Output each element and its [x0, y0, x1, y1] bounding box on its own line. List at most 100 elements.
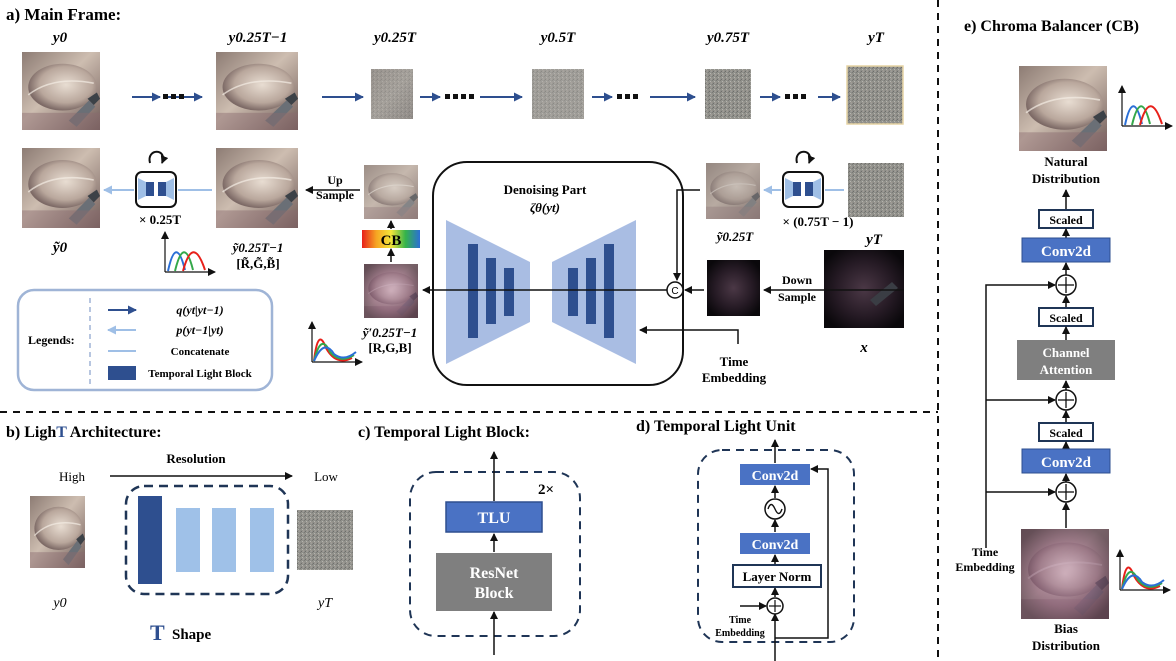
- legend-q: q(yt|yt−1): [176, 303, 223, 317]
- enc-block-2: [486, 258, 496, 324]
- resnet-block: [436, 553, 552, 611]
- cb-bias-2: Distribution: [1032, 638, 1101, 653]
- cb-conv-low: [1021, 448, 1111, 474]
- label-shape: Shape: [172, 627, 212, 643]
- label-high: High: [59, 469, 86, 484]
- legend-concat: Concatenate: [171, 346, 230, 358]
- label-low: Low: [314, 469, 338, 484]
- cb-label: CB: [381, 233, 402, 249]
- image-cb-output: [363, 164, 419, 220]
- legend-box: [16, 288, 274, 392]
- arch-block-light-3: [250, 508, 274, 572]
- dec-block-3: [604, 244, 614, 338]
- cb-scaled-low-label: Scaled: [1049, 426, 1083, 440]
- dec-block-2: [586, 258, 596, 324]
- denoising-title: Denoising Part: [504, 182, 587, 197]
- arch-block-light-2: [212, 508, 236, 572]
- cb-natural-1: Natural: [1044, 154, 1088, 169]
- label-yT-right: yT: [864, 232, 883, 248]
- resnet-label-2: Block: [474, 585, 513, 602]
- arch-image-yT: [297, 510, 353, 570]
- image-cb-input: [363, 263, 419, 319]
- arrow-concat-in: [673, 189, 700, 281]
- cb-conv-top: [1021, 237, 1111, 263]
- label-loop-left: × 0.25T: [139, 212, 181, 227]
- label-down: Down: [782, 273, 812, 287]
- label-y025T-minus-1: y0.25T−1: [227, 30, 288, 46]
- tlb-dashed-box: [409, 471, 581, 637]
- hist-rgb-prime: [312, 322, 362, 362]
- label-x: x: [859, 340, 868, 356]
- image-y025T-minus-1-tilde: [215, 147, 299, 229]
- section-a-title: a) Main Frame:: [6, 5, 121, 24]
- section-d-title: d) Temporal Light Unit: [636, 418, 796, 435]
- tlu-conv-mid-label: Conv2d: [752, 538, 799, 553]
- label-embedding: Embedding: [702, 370, 767, 385]
- layer-norm-label: Layer Norm: [743, 569, 812, 584]
- image-x-dark: [824, 250, 904, 328]
- image-y025T-tilde-right: [705, 162, 761, 220]
- label-y0: y0: [51, 30, 68, 46]
- resnet-label-1: ResNet: [470, 565, 520, 582]
- arch-label-y0: y0: [51, 596, 66, 611]
- image-y0-tilde: [21, 147, 101, 229]
- tlu-conv-mid: [740, 533, 810, 554]
- image-y075T: [705, 69, 751, 119]
- tlu-conv-top: [740, 464, 810, 485]
- cb-bias-1: Bias: [1054, 621, 1078, 636]
- section-c-title: c) Temporal Light Block:: [358, 424, 530, 441]
- cb-attention: [1017, 340, 1115, 380]
- image-y0: [21, 51, 101, 131]
- dec-block-1: [568, 268, 578, 316]
- label-yprime-rgb: [R,G,B]: [368, 340, 411, 355]
- label-loop-right: × (0.75T − 1): [783, 214, 854, 229]
- tlu-time-2: Embedding: [715, 628, 764, 639]
- legend-p: p(yt−1|yt): [175, 323, 223, 337]
- cb-natural-2: Distribution: [1032, 171, 1101, 186]
- legend-block: Temporal Light Block: [148, 368, 252, 380]
- hist-rgb-tilde: [165, 232, 215, 272]
- cb-natural-image: [1018, 65, 1108, 152]
- image-dark-downsampled: [707, 260, 760, 316]
- cb-conv-low-label: Conv2d: [1041, 455, 1092, 471]
- legend-title: Legends:: [28, 333, 75, 347]
- image-yT-right: [848, 163, 904, 217]
- label-mid-tilde-rgb: [R̃,G̃,B̃]: [236, 256, 279, 271]
- label-y025T: y0.25T: [372, 30, 417, 46]
- tlu-label: TLU: [478, 510, 511, 527]
- label-y025T-tilde: ỹ0.25T: [715, 229, 755, 244]
- loop-block-right: [782, 150, 824, 208]
- image-y025T: [371, 69, 413, 119]
- label-y0-tilde: ỹ0: [51, 240, 68, 256]
- tlb-repeat: 2×: [538, 482, 554, 498]
- arch-dashed-box: [124, 484, 290, 596]
- image-y025T-minus-1: [215, 51, 299, 131]
- label-y05T: y0.5T: [539, 30, 576, 46]
- hist-natural: [1122, 86, 1172, 126]
- arch-block-light-1: [176, 508, 200, 572]
- tlu-dashed-box: [697, 449, 855, 643]
- cb-attention-2: Attention: [1040, 362, 1093, 377]
- image-yT-top: [846, 65, 904, 125]
- label-y075T: y0.75T: [705, 30, 750, 46]
- cb-attention-1: Channel: [1043, 345, 1090, 360]
- concat-node: [666, 281, 684, 299]
- concat-label: C: [671, 286, 678, 297]
- label-mid-tilde: ỹ0.25T−1: [231, 240, 284, 255]
- tlu-block: [445, 501, 543, 533]
- cb-bar: [362, 230, 420, 248]
- label-resolution: Resolution: [166, 451, 226, 466]
- section-b-title: b) LighT Architecture:: [6, 424, 162, 441]
- tlu-time-1: Time: [729, 615, 752, 626]
- arch-image-y0: [29, 495, 86, 569]
- label-sample-up: Sample: [316, 188, 355, 202]
- label-time: Time: [720, 354, 749, 369]
- cb-bias-image: [1020, 528, 1110, 620]
- hist-bias: [1120, 550, 1170, 590]
- label-yprime: ỹ′0.25T−1: [361, 325, 418, 340]
- layer-norm-box: [732, 564, 822, 588]
- label-shape-T: T: [150, 620, 165, 645]
- enc-block-3: [504, 268, 514, 316]
- cb-time-2: Embedding: [955, 560, 1014, 574]
